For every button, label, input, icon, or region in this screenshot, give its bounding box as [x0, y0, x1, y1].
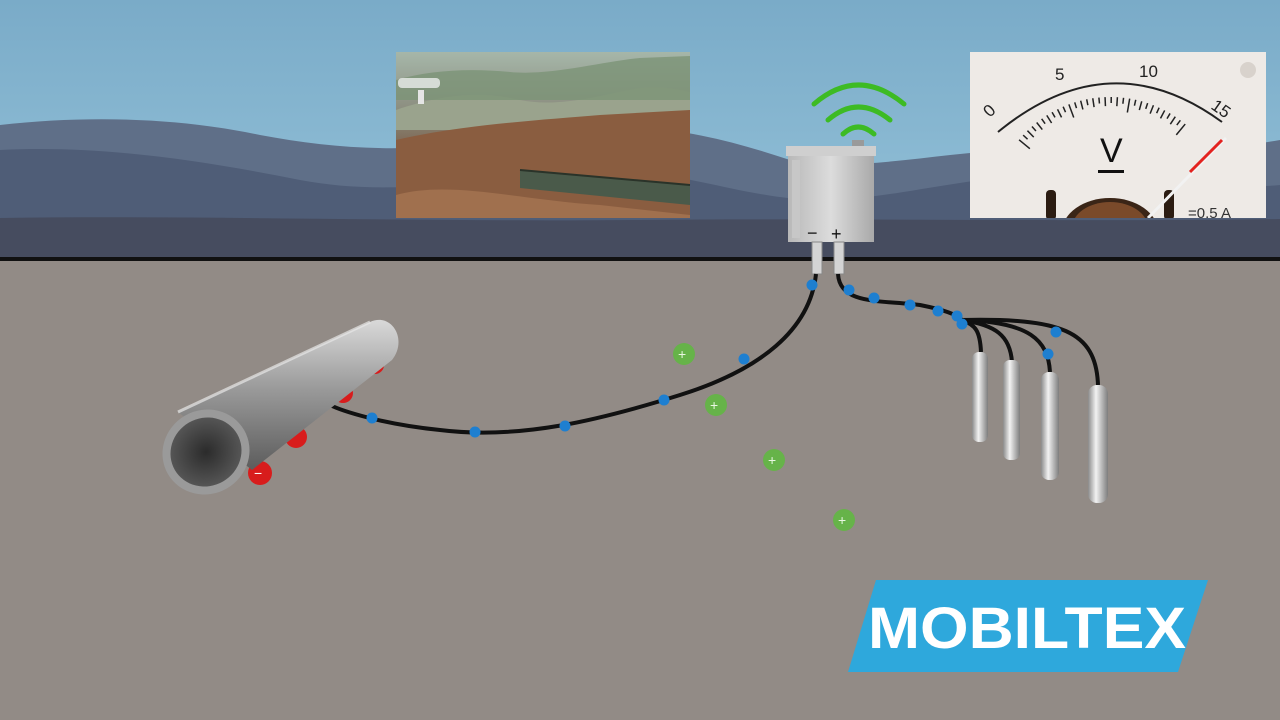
meter-tick [1169, 116, 1176, 125]
electron [469, 426, 481, 438]
meter-tick [1026, 130, 1035, 138]
meter-tick [1176, 119, 1181, 126]
meter-tick [1018, 139, 1031, 150]
meter-tick [1041, 118, 1046, 125]
meter-tick [1138, 101, 1143, 111]
meter-tick [1133, 99, 1137, 106]
meter-label-5: 5 [1055, 65, 1064, 84]
electron [658, 394, 670, 406]
electron [1050, 326, 1062, 338]
anode [1003, 360, 1020, 460]
logo-text: MOBILTEX [868, 596, 1186, 661]
anodes [972, 352, 1108, 503]
anode [972, 352, 988, 442]
ground-line [0, 257, 1280, 261]
meter-label-10: 10 [1139, 62, 1158, 81]
anode [1041, 372, 1059, 480]
electron [956, 318, 968, 330]
meter-tick [1155, 107, 1160, 114]
meter-tick [1126, 98, 1131, 113]
voltmeter-icon: 0 5 10 15 V =0.5 A [970, 52, 1266, 222]
electron [806, 279, 818, 291]
cation-symbol: + [768, 452, 776, 468]
rectifier-box-icon: − + [786, 140, 876, 275]
electron [951, 310, 963, 322]
cation-symbol: + [678, 346, 686, 362]
meter-tick [1149, 105, 1155, 114]
meter-tick [1092, 98, 1095, 108]
anode [1088, 385, 1108, 503]
cation-symbol: + [838, 512, 846, 528]
meter-tick [1098, 97, 1101, 104]
cation [763, 449, 785, 471]
cation [705, 394, 727, 416]
meter-unit-underline [1098, 170, 1124, 173]
meter-tick [1122, 97, 1125, 104]
meter-tick [1056, 108, 1063, 118]
electron [366, 412, 378, 424]
meter-tick [1031, 125, 1037, 132]
meter-tick [1068, 104, 1075, 118]
meter-tick [1036, 122, 1043, 131]
electron [932, 305, 944, 317]
cable-to-anode-4 [961, 317, 1100, 386]
electron [868, 292, 880, 304]
soil-ions: + + + + [673, 343, 855, 531]
meter-tick [1046, 114, 1053, 124]
pipe-charge-symbol: − [254, 465, 262, 481]
meter-scale-arc [997, 82, 1223, 133]
electrons [366, 279, 1062, 438]
cables [329, 273, 1100, 435]
electron [1042, 348, 1054, 360]
cation [673, 343, 695, 365]
meter-rating: =0.5 A [1188, 205, 1231, 222]
ground-surface [0, 217, 1280, 260]
electron [843, 284, 855, 296]
pipeline-photo-inset [396, 52, 691, 218]
meter-unit: V [1100, 132, 1123, 170]
meter-tick [1085, 99, 1089, 106]
cation-symbol: + [710, 397, 718, 413]
meter-tick [1051, 111, 1056, 118]
electron [738, 353, 750, 365]
electron [559, 420, 571, 432]
pipeline [162, 319, 399, 495]
terminal-minus-label: − [807, 223, 818, 243]
meter-tick [1079, 100, 1084, 110]
meter-tick [1116, 97, 1119, 107]
meter-tick [1145, 102, 1149, 110]
meter-tick [1166, 113, 1171, 119]
cation [833, 509, 855, 531]
terminal-plus-label: + [831, 224, 842, 244]
meter-tick [1022, 134, 1029, 140]
meter-tick [1073, 102, 1078, 109]
meter-ticks [1018, 96, 1186, 150]
meter-tick [1062, 106, 1067, 113]
wifi-icon [811, 82, 907, 137]
meter-tick [1175, 123, 1186, 136]
cable-to-pipe [329, 273, 818, 435]
electron [904, 299, 916, 311]
mobiltex-logo: MOBILTEX [848, 580, 1208, 672]
meter-tick [1159, 110, 1166, 119]
meter-needle [1146, 136, 1228, 218]
